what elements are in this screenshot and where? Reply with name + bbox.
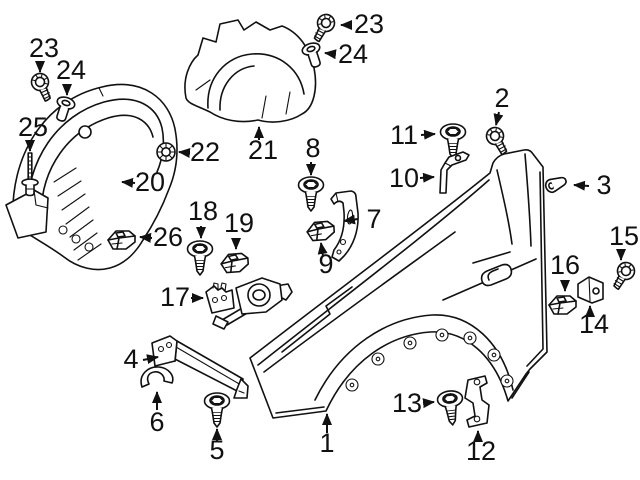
callout-7-label: 7 (366, 204, 381, 234)
part-20-fender-liner-front (5, 83, 178, 271)
callout-14-label: 14 (579, 309, 609, 339)
callout-9-label: 9 (318, 249, 333, 279)
part-13-screw (435, 388, 466, 427)
part-16-clip (548, 295, 577, 315)
callout-22-label: 22 (190, 137, 220, 167)
callout-4: 4 (123, 344, 159, 374)
callout-20-label: 20 (135, 167, 165, 197)
callout-1-label: 1 (319, 428, 334, 458)
callout-17-label: 17 (160, 282, 190, 312)
part-9-clip (305, 220, 336, 242)
callout-24-left-label: 24 (56, 55, 86, 85)
callout-5-label: 5 (209, 435, 224, 465)
callout-20-arrow (121, 177, 136, 188)
callout-5: 5 (209, 428, 225, 465)
callout-24-left: 24 (56, 55, 86, 96)
callout-24-top-arrow (324, 49, 337, 60)
callout-12: 12 (466, 430, 496, 466)
callout-10: 10 (389, 163, 435, 193)
part-3-rivet-nut (544, 176, 567, 194)
callout-12-label: 12 (466, 436, 496, 466)
callout-18: 18 (188, 196, 218, 239)
callout-15: 15 (609, 221, 639, 261)
part-1-fender (249, 149, 548, 419)
callout-7-arrow (343, 214, 359, 225)
callout-15-label: 15 (609, 221, 639, 251)
callout-9-arrow (317, 242, 328, 257)
callout-26-label: 26 (153, 222, 183, 252)
callout-3-arrow (573, 180, 590, 191)
callout-26-arrow (139, 232, 153, 243)
part-4-rail-bracket (151, 335, 249, 399)
callout-8: 8 (305, 133, 321, 176)
callout-2-label: 2 (494, 83, 509, 113)
part-7-bracket (330, 190, 359, 262)
callout-23-top-label: 23 (354, 9, 384, 39)
callout-3: 3 (573, 170, 612, 200)
callout-23-left: 23 (29, 33, 59, 73)
callout-16-label: 16 (550, 250, 580, 280)
callout-9: 9 (317, 242, 334, 279)
callout-6-label: 6 (149, 407, 164, 437)
callout-26: 26 (139, 222, 183, 252)
callout-1: 1 (319, 413, 335, 458)
callout-13-label: 13 (392, 388, 422, 418)
part-8-screw (297, 176, 325, 212)
callout-23-left-label: 23 (29, 33, 59, 63)
callout-2: 2 (493, 83, 510, 126)
callout-19-label: 19 (224, 208, 254, 238)
callout-2-arrow (493, 111, 504, 126)
part-5-screw (203, 392, 231, 428)
callout-10-label: 10 (389, 163, 419, 193)
callout-21-label: 21 (248, 135, 278, 165)
part-15-screw (610, 260, 638, 291)
callout-4-arrow (142, 354, 159, 365)
callout-24-top: 24 (324, 39, 368, 69)
callout-11-label: 11 (390, 120, 418, 150)
part-21-fender-liner-rear (184, 19, 317, 123)
callout-13: 13 (392, 388, 435, 418)
callout-25: 25 (18, 112, 48, 152)
part-2-screw (482, 125, 512, 156)
callout-8-label: 8 (305, 133, 320, 163)
callout-4-label: 4 (123, 344, 138, 374)
callout-18-label: 18 (188, 196, 218, 226)
callout-11-arrow (420, 129, 436, 140)
callout-19: 19 (224, 208, 254, 250)
callout-22: 22 (178, 137, 220, 167)
callout-13-arrow (422, 398, 435, 409)
part-25-bolt (21, 152, 39, 197)
part-12-bracket (464, 375, 490, 428)
callout-11: 11 (390, 120, 436, 150)
part-19-clip (219, 252, 250, 274)
part-10-bracket (439, 151, 470, 194)
callout-3-label: 3 (596, 170, 611, 200)
callout-16: 16 (550, 250, 580, 292)
callout-25-label: 25 (18, 112, 48, 142)
callout-21: 21 (248, 126, 278, 165)
callout-10-arrow (419, 172, 435, 183)
part-17-bracket-assembly (205, 277, 293, 330)
callout-20: 20 (121, 167, 165, 197)
callout-17: 17 (160, 282, 204, 312)
part-22-grommet (156, 142, 176, 162)
callout-7: 7 (343, 204, 382, 234)
callout-14: 14 (579, 305, 609, 339)
callout-6: 6 (149, 391, 165, 437)
part-14-bracket (577, 276, 604, 304)
callout-23-top: 23 (340, 9, 384, 39)
part-18-screw (186, 240, 214, 276)
part-23-left-screw (26, 70, 57, 103)
part-6-clip (140, 366, 174, 388)
callout-22-arrow (178, 148, 191, 158)
part-23-top-screw (309, 12, 339, 43)
callout-24-top-label: 24 (338, 39, 368, 69)
